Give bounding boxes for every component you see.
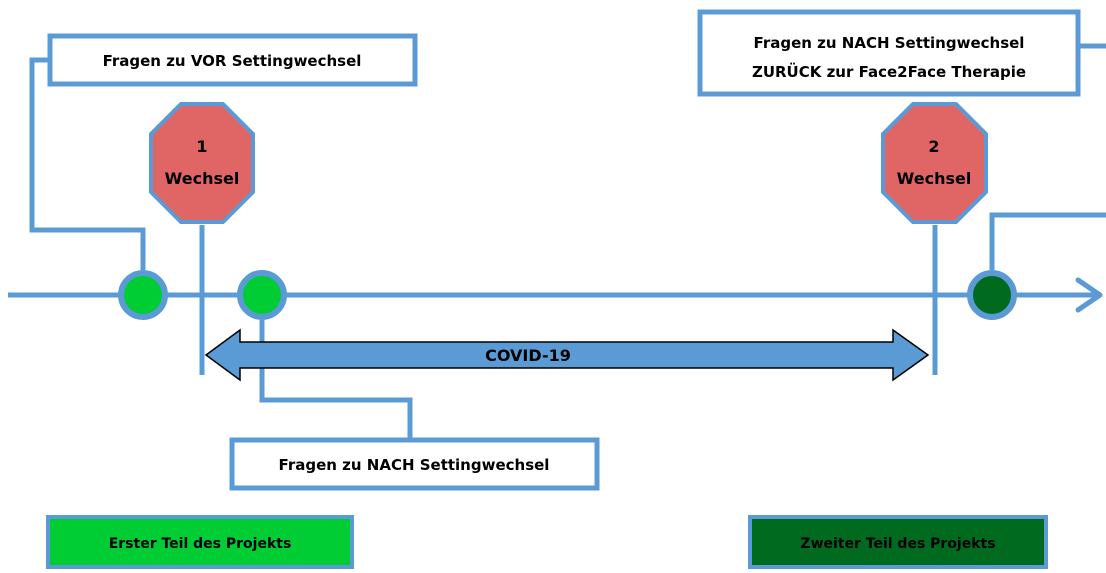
stop-sign-2-label: Wechsel — [897, 169, 972, 188]
box-zurueck — [697, 9, 1081, 97]
connector-zurueck — [989, 212, 1106, 270]
covid-period-arrow — [204, 328, 930, 382]
covid-period-label: COVID-19 — [485, 346, 571, 365]
connector-nach — [259, 320, 413, 440]
stop-sign-1-label: Wechsel — [165, 169, 240, 188]
legend-first-label: Erster Teil des Projekts — [109, 536, 292, 552]
box-nach-text: Fragen zu NACH Settingwechsel — [279, 456, 550, 474]
box-zurueck-line1: Fragen zu NACH Settingwechsel — [754, 34, 1025, 52]
stop-sign-2 — [881, 102, 988, 224]
stop-sign-1 — [149, 102, 255, 224]
legend-second-label: Zweiter Teil des Projekts — [800, 536, 995, 552]
dot-vor — [118, 270, 168, 320]
connector-vor — [29, 57, 146, 270]
dot-zurueck — [967, 270, 1017, 320]
legend-first-swatch — [46, 515, 354, 569]
stop-sign-2-number: 2 — [928, 137, 939, 156]
box-nach — [229, 437, 600, 491]
timeline-arrowhead — [1075, 277, 1103, 313]
box-vor — [47, 33, 418, 87]
stop-sign-1-number: 1 — [196, 137, 207, 156]
box-zurueck-line2: ZURÜCK zur Face2Face Therapie — [752, 62, 1026, 81]
dot-nach — [237, 270, 287, 320]
legend-second-swatch — [748, 515, 1048, 569]
box-vor-text: Fragen zu VOR Settingwechsel — [103, 52, 362, 70]
